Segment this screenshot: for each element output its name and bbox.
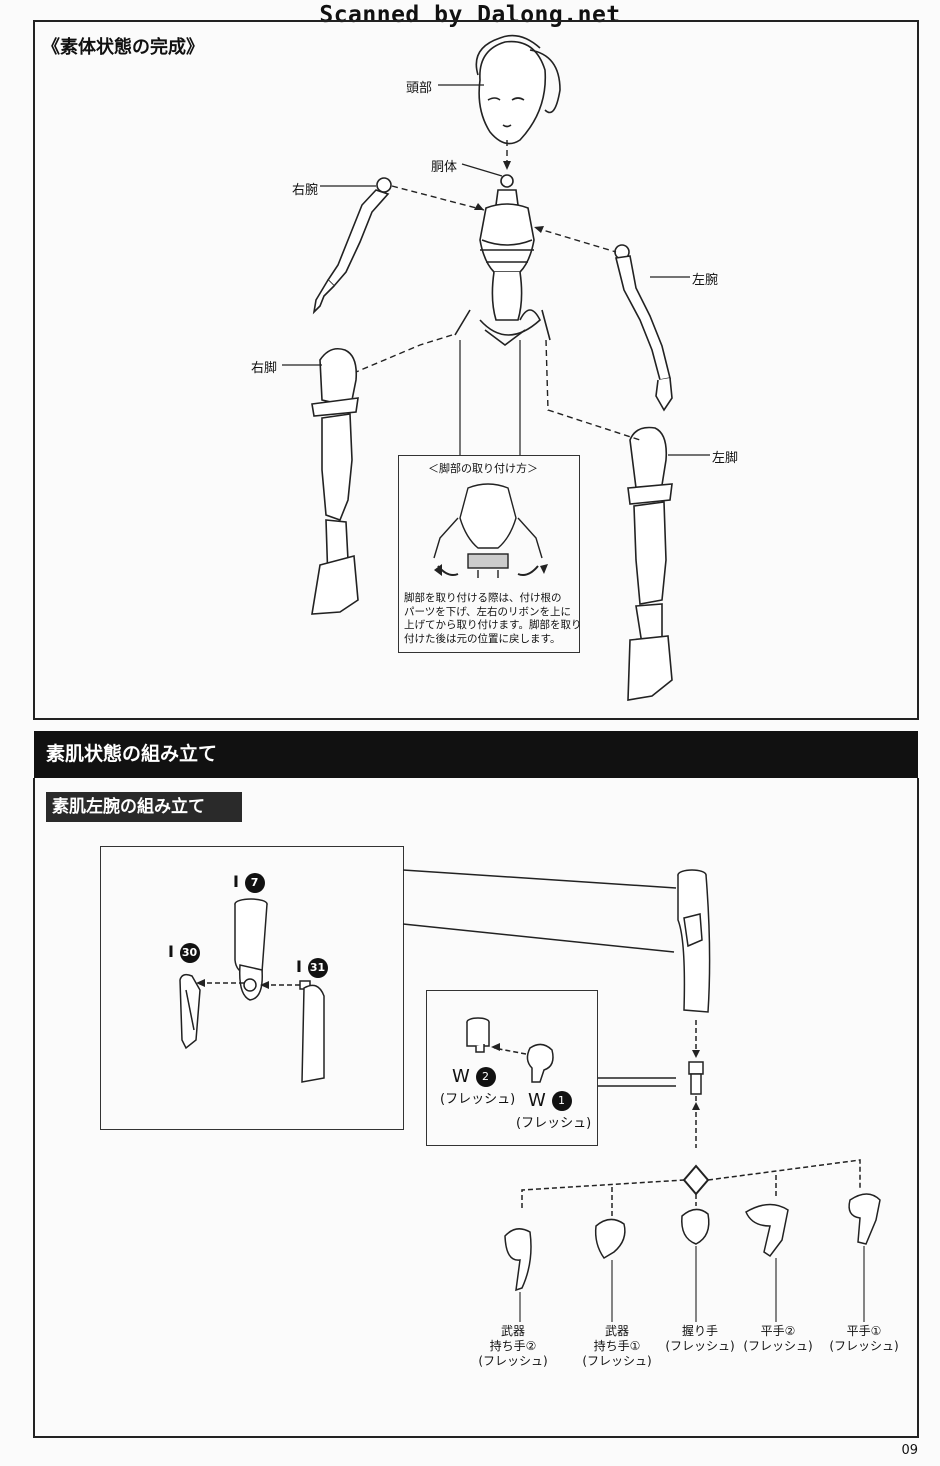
hand-flat-1-shape: [848, 1193, 881, 1245]
right-leg-part: [311, 347, 359, 615]
left-arm-part: [614, 244, 673, 412]
part-31-shape: [299, 980, 325, 1083]
assembled-upper-arm: [677, 869, 711, 1013]
joint-w2-shape: [466, 1017, 490, 1053]
note-line-1: 脚部を取り付ける際は、付け根の: [404, 592, 562, 604]
hand-label-fist: 握り手 (フレッシュ): [665, 1324, 735, 1353]
part-I7-label: I 7: [233, 872, 265, 893]
part-W1-color: (フレッシュ): [516, 1116, 592, 1131]
torso-part: [454, 174, 551, 346]
leg-attach-illustration: [433, 483, 548, 578]
part-W1-label: W 1: [528, 1090, 572, 1111]
part-W2-label: W 2: [452, 1066, 496, 1087]
part-I31-label: I 31: [296, 957, 328, 978]
label-right-leg: 右脚: [251, 361, 278, 376]
hand-label-weapon-1: 武器 持ち手① (フレッシュ): [582, 1324, 652, 1368]
leg-attach-note: 脚部を取り付ける際は、付け根の パーツを下げ、左右のリボンを上に 上げてから取り…: [404, 592, 581, 646]
hand-label-flat-2: 平手② (フレッシュ): [743, 1324, 813, 1353]
head-part: [475, 34, 561, 145]
hand-flat-2-shape: [745, 1203, 789, 1258]
label-right-arm: 右腕: [292, 183, 319, 198]
hand-label-weapon-2: 武器 持ち手② (フレッシュ): [478, 1324, 548, 1368]
joint-w1-shape: [526, 1043, 554, 1083]
hand-weapon-2-shape: [504, 1228, 532, 1292]
page-number: 09: [901, 1443, 918, 1458]
label-left-leg: 左脚: [712, 451, 739, 466]
note-line-3: 上げてから取り付けます。脚部を取り: [404, 619, 582, 631]
hand-weapon-1-shape: [594, 1218, 626, 1259]
hand-fist-shape: [681, 1208, 710, 1245]
label-left-arm: 左腕: [692, 273, 719, 288]
part-30-shape: [179, 973, 201, 1050]
upper-arm-detail-box: [100, 846, 404, 1130]
hand-label-flat-1: 平手① (フレッシュ): [829, 1324, 899, 1353]
completion-panel: [33, 20, 919, 720]
figure-illustration: [282, 34, 710, 701]
part-7-shape: [234, 898, 268, 1001]
watermark-text: Scanned by Dalong.net: [319, 2, 621, 28]
assembly-panel: [33, 778, 919, 1438]
right-arm-part: [312, 177, 392, 315]
left-arm-subtitle: 素肌左腕の組み立て: [46, 792, 242, 822]
completion-title: 《素体状態の完成》: [42, 37, 204, 58]
left-leg-part: [627, 426, 673, 701]
part-W2-color: (フレッシュ): [440, 1092, 516, 1107]
part-I30-label: I 30: [168, 942, 200, 963]
leg-attach-title: ＜脚部の取り付け方＞: [428, 462, 538, 475]
label-head: 頭部: [406, 81, 433, 96]
wrist-joint-shape: [688, 1061, 704, 1095]
joint-detail-box: [426, 990, 598, 1146]
label-torso: 胴体: [431, 160, 458, 175]
assembly-section-bar: 素肌状態の組み立て: [34, 731, 918, 778]
note-line-4: 付けた後は元の位置に戻します。: [404, 632, 561, 645]
note-line-2: パーツを下げ、左右のリボンを上に: [404, 605, 572, 618]
